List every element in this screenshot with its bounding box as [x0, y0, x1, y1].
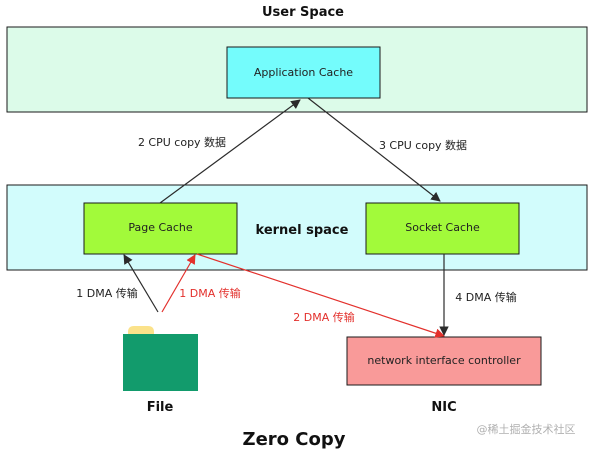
file-folder-icon [123, 326, 198, 391]
diagram-title: Zero Copy [243, 429, 346, 450]
edge-label-dma-file-black: 1 DMA 传输 [76, 286, 137, 300]
edge-label-dma-socket-to-nic: 4 DMA 传输 [455, 290, 516, 304]
application-cache-label: Application Cache [254, 66, 353, 79]
file-folder-body [123, 334, 198, 391]
edge-page-to-nic-red [196, 253, 445, 338]
page-cache-box [83, 202, 238, 255]
watermark-text: @稀土掘金技术社区 [477, 422, 576, 436]
socket-cache-box [365, 202, 520, 255]
nic-controller-box [346, 336, 542, 386]
edge-label-cpu-copy-down: 3 CPU copy 数据 [379, 138, 467, 152]
page-cache-label: Page Cache [128, 221, 193, 234]
edge-file-to-page-red [161, 254, 196, 313]
application-cache-box [226, 46, 381, 99]
nic-label: NIC [431, 400, 456, 415]
edge-app-to-socket [307, 97, 441, 202]
edge-label-cpu-copy-up: 2 CPU copy 数据 [138, 135, 226, 149]
edge-label-dma-file-red: 1 DMA 传输 [179, 286, 240, 300]
nic-controller-label: network interface controller [367, 354, 521, 367]
file-label: File [147, 400, 174, 415]
socket-cache-label: Socket Cache [405, 221, 480, 234]
kernel-space-title: kernel space [256, 223, 349, 238]
file-folder-tab [128, 326, 154, 336]
edge-file-to-page-black [123, 254, 159, 313]
edge-page-to-app [159, 99, 301, 204]
edge-label-dma-page-to-nic: 2 DMA 传输 [293, 310, 354, 324]
user-space-title: User Space [262, 5, 344, 20]
